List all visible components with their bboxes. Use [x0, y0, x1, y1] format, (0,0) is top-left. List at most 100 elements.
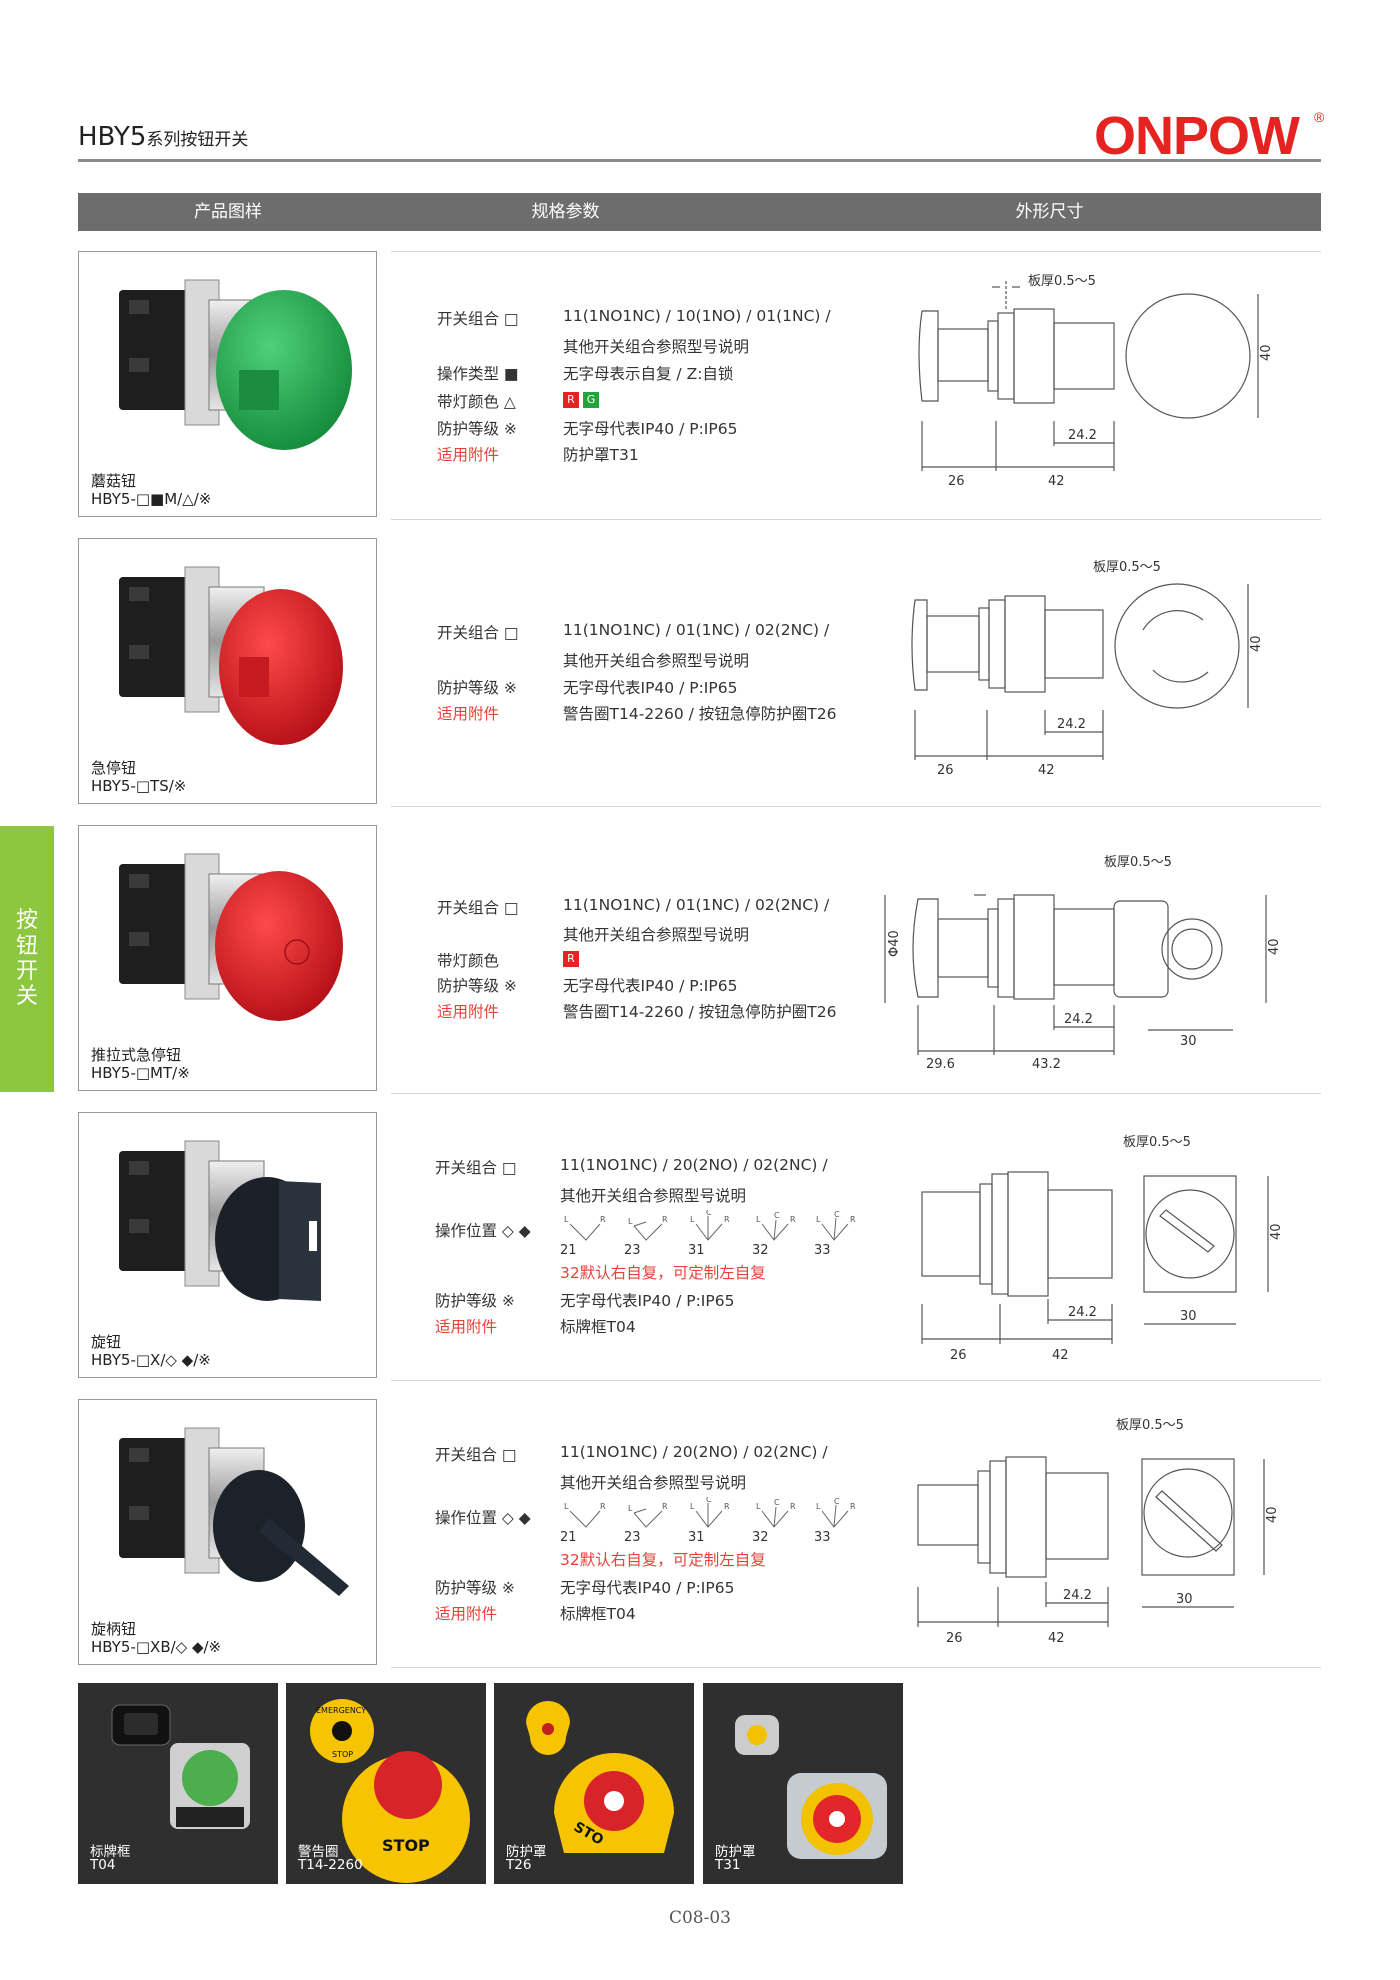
- spec-label: 操作位置 ◇ ◆: [435, 1222, 531, 1240]
- product-row-push-pull-stop: 推拉式急停钮 HBY5-□MT/※ 开关组合 □ 11(1NO1NC) / 01…: [78, 825, 1321, 1095]
- pos-code: 21: [560, 1530, 577, 1545]
- spec-value: 无字母表示自复 / Z:自锁: [563, 365, 734, 383]
- title-rule: [78, 159, 1321, 162]
- onpow-logo: ONPOW ®: [1094, 106, 1325, 162]
- guard-t31-image: [735, 1715, 887, 1859]
- spec-label: 操作位置 ◇ ◆: [435, 1509, 531, 1527]
- pos-code: 31: [688, 1530, 705, 1545]
- spec-value: 无字母代表IP40 / P:IP65: [560, 1579, 735, 1597]
- spec-value: 其他开关组合参照型号说明: [560, 1187, 747, 1205]
- dim-d1: 26: [950, 1348, 967, 1363]
- pos-letter: R: [850, 1502, 856, 1511]
- lamp-chip-red: R: [563, 391, 579, 408]
- spec-label: 开关组合 □: [437, 310, 519, 328]
- spec-label: 防护等级 ※: [435, 1579, 515, 1597]
- pos-letter: L: [564, 1502, 569, 1511]
- accessory-card-guard-t26: STO 防护罩 T26: [494, 1683, 694, 1884]
- dim-height: 40: [1269, 1223, 1284, 1240]
- dim-phi: Φ40: [887, 930, 902, 957]
- side-tab-char: 开: [15, 959, 38, 984]
- push-pull-stop-button-image: [118, 853, 343, 1021]
- pos-letter: R: [790, 1502, 796, 1511]
- pos-code: 32: [752, 1530, 769, 1545]
- spec-value: 11(1NO1NC) / 01(1NC) / 02(2NC) /: [563, 896, 830, 914]
- dim-height: 40: [1249, 635, 1264, 652]
- dim-d3: 24.2: [1068, 1305, 1097, 1320]
- dim-d3: 24.2: [1057, 717, 1086, 732]
- spec-value: 11(1NO1NC) / 10(1NO) / 01(1NC) /: [563, 307, 831, 325]
- accessory-name: 警告圈: [298, 1844, 339, 1860]
- spec-label: 适用附件: [437, 446, 500, 464]
- registered-mark: ®: [1314, 109, 1325, 125]
- lamp-color-chips: R: [563, 949, 583, 967]
- pos-letter: R: [662, 1502, 668, 1511]
- dim-d1: 26: [948, 474, 965, 489]
- pos-code: 31: [688, 1243, 705, 1258]
- side-tab-char: 关: [15, 984, 38, 1010]
- dim-width: 30: [1176, 1592, 1193, 1607]
- spec-value: 无字母代表IP40 / P:IP65: [563, 977, 738, 995]
- spec-value: 无字母代表IP40 / P:IP65: [563, 420, 738, 438]
- product-model: HBY5-□MT/※: [91, 1064, 190, 1082]
- dim-d1: 26: [937, 763, 954, 778]
- row-rule: [391, 1093, 1321, 1094]
- spec-value: 11(1NO1NC) / 01(1NC) / 02(2NC) /: [563, 621, 830, 639]
- dim-height: 40: [1267, 938, 1282, 955]
- pos-letter: L: [756, 1502, 761, 1511]
- pos-letter: L: [690, 1502, 695, 1511]
- spec-label: 防护等级 ※: [435, 1292, 515, 1310]
- dim-height: 40: [1265, 1506, 1280, 1523]
- accessory-card-warning-ring: EMERGENCY STOP STOP 警告圈 T14-2260: [286, 1683, 486, 1884]
- accessory-name: 标牌框: [90, 1844, 131, 1860]
- product-model: HBY5-□XB/◇ ◆/※: [91, 1638, 222, 1656]
- pos-letter: C: [834, 1497, 840, 1506]
- side-tab-char: 按: [15, 908, 38, 934]
- row-rule: [391, 1380, 1321, 1381]
- product-name: 旋柄钮: [91, 1620, 137, 1638]
- warning-ring-image: EMERGENCY STOP STOP: [310, 1699, 470, 1883]
- pos-letter: L: [628, 1504, 633, 1513]
- dim-d3: 24.2: [1063, 1588, 1092, 1603]
- pos-letter: R: [662, 1215, 668, 1224]
- dim-d3: 24.2: [1068, 428, 1097, 443]
- pos-letter: L: [690, 1215, 695, 1224]
- title-main: HBY5: [78, 122, 147, 152]
- dim-d1: 29.6: [926, 1057, 955, 1072]
- spec-value: 标牌框T04: [560, 1318, 636, 1336]
- pos-letter: R: [790, 1215, 796, 1224]
- dimension-drawing: Φ40 板厚0.5～5 29.6 43.2 24.2 40 30: [884, 855, 1282, 1072]
- pos-code: 21: [560, 1243, 577, 1258]
- column-header-specs: 规格参数: [531, 202, 600, 222]
- pos-letter: C: [774, 1211, 780, 1220]
- column-header-image: 产品图样: [194, 202, 262, 222]
- page-title: HBY5系列按钮开关: [78, 122, 248, 152]
- mushroom-button-image: [118, 279, 352, 450]
- pos-letter: C: [706, 1497, 712, 1504]
- dimension-drawing: 板厚0.5～5 26 42 24.2 40 30: [921, 1135, 1284, 1363]
- pos-letter: C: [834, 1210, 840, 1219]
- spec-value: 防护罩T31: [563, 446, 639, 464]
- product-model: HBY5-□X/◇ ◆/※: [91, 1351, 211, 1369]
- spec-value: 11(1NO1NC) / 20(2NO) / 02(2NC) /: [560, 1156, 828, 1174]
- pos-letter: L: [628, 1217, 633, 1226]
- pos-letter: R: [724, 1215, 730, 1224]
- product-photo-frame: 旋柄钮 HBY5-□XB/◇ ◆/※: [78, 1399, 377, 1665]
- dimension-drawing: 板厚0.5～5 26 42 24.2 40 30: [917, 1418, 1280, 1646]
- page-number: C08-03: [668, 1908, 731, 1928]
- spec-label: 防护等级 ※: [437, 420, 517, 438]
- pos-letter: L: [564, 1215, 569, 1224]
- row-rule: [391, 251, 1321, 252]
- pos-letter: L: [816, 1215, 821, 1224]
- spec-label: 带灯颜色 △: [437, 393, 516, 411]
- brand-text: ONPOW: [1094, 106, 1300, 162]
- accessory-code: T26: [506, 1857, 532, 1873]
- pos-code: 23: [624, 1530, 641, 1545]
- pos-letter: R: [724, 1502, 730, 1511]
- row-rule: [391, 806, 1321, 807]
- dim-panel: 板厚0.5～5: [1093, 560, 1161, 575]
- pos-code: 32: [752, 1243, 769, 1258]
- product-name: 推拉式急停钮: [91, 1046, 182, 1064]
- row-rule: [391, 1667, 1321, 1668]
- dim-d2: 42: [1048, 1631, 1065, 1646]
